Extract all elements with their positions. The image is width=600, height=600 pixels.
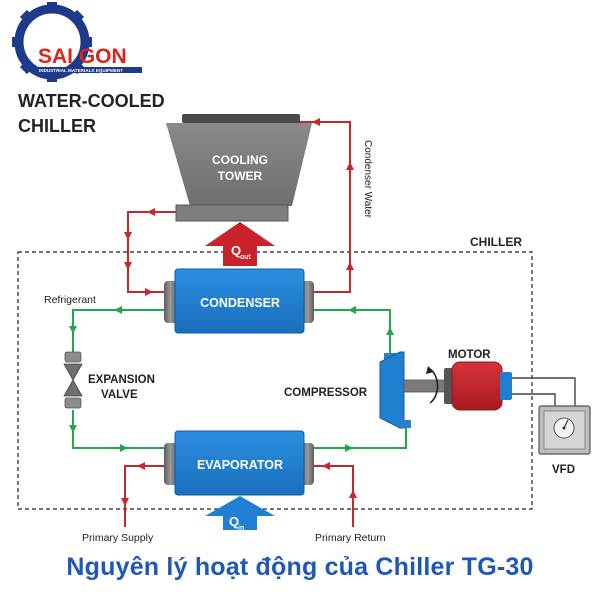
heat-out-arrow: Q out [205,222,275,266]
vfd-wiring [512,377,576,408]
cooling-tower-label-line1: COOLING [212,153,268,167]
q-out-subscript: out [240,254,252,261]
condenser-label: CONDENSER [200,296,280,310]
primary-supply-label: Primary Supply [82,532,154,544]
primary-water-arrows [121,462,357,506]
caption: Nguyên lý hoạt động của Chiller TG-30 [66,553,534,581]
gauge-icon [553,417,575,439]
expansion-valve-label-line2: VALVE [101,389,138,401]
q-in-symbol: Q [229,514,239,529]
cooling-tower-label-line2: TOWER [218,169,263,183]
primary-water-loop [124,465,354,527]
condenser: CONDENSER [164,268,314,334]
primary-return-label: Primary Return [315,532,386,544]
compressor-label: COMPRESSOR [284,387,368,399]
expansion-valve: EXPANSION VALVE [63,351,155,409]
heat-in-arrow: Q in [205,496,275,532]
brand-tagline: INDUSTRIAL MATERIALS EQUIPMENT [39,68,123,73]
refrigerant-arrows [69,306,394,452]
compressor: COMPRESSOR [284,351,411,429]
diagram-title-line2: CHILLER [18,116,96,136]
expansion-valve-label-line1: EXPANSION [88,374,155,386]
company-logo: SAI GON INDUSTRIAL MATERIALS EQUIPMENT [12,2,142,82]
motor-label: MOTOR [448,349,491,361]
condenser-water-arrows [124,118,354,296]
evaporator-label: EVAPORATOR [197,458,283,472]
evaporator: EVAPORATOR [164,430,314,496]
motor: MOTOR [444,349,512,411]
condenser-water-label: Condenser Water [362,140,373,219]
diagram-title-line1: WATER-COOLED [18,91,165,111]
q-out-symbol: Q [231,243,241,258]
drive-shaft [403,366,447,404]
brand-name: SAI GON [38,45,127,68]
q-in-subscript: in [238,525,244,532]
vfd-label: VFD [552,464,575,476]
vfd-unit: VFD [538,405,591,476]
refrigerant-label: Refrigerant [44,294,96,306]
cooling-tower: COOLING TOWER [166,114,312,222]
refrigerant-loop [72,309,407,449]
chiller-label: CHILLER [470,235,522,249]
